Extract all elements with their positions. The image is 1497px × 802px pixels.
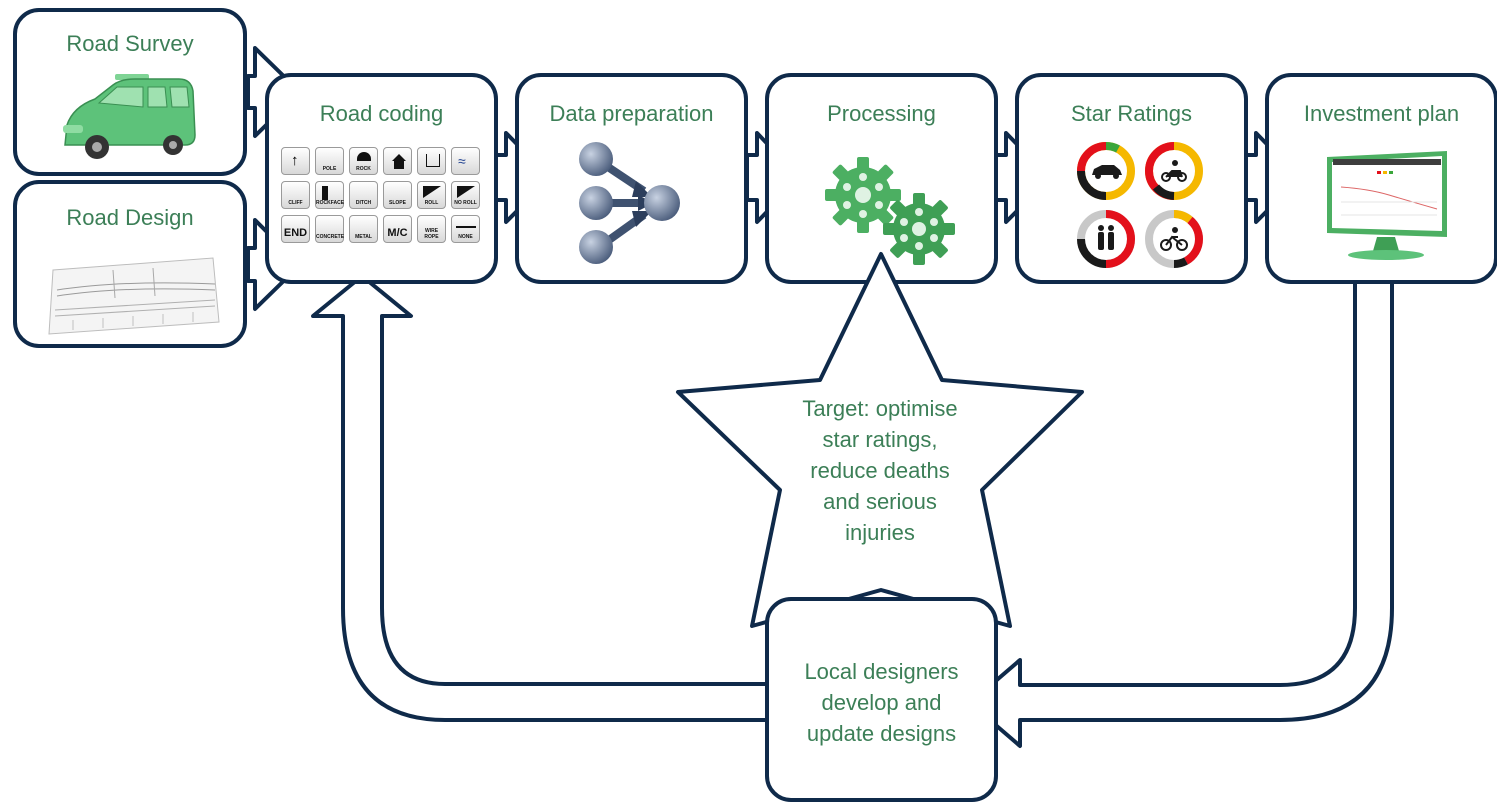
local-designers-box: Local designers develop and update desig… [765,597,998,802]
target-line: and serious [823,489,937,514]
arrow-investment-to-designers [968,282,1394,748]
bicycle-rating-icon [1145,210,1204,269]
merge-nodes-icon [579,142,680,264]
target-line: injuries [845,520,915,545]
pedestrian-rating-icon [1077,210,1136,268]
none-tile: NONE [451,215,480,243]
target-line: reduce deaths [810,458,950,483]
processing-label: Processing [827,101,936,126]
road-design-label: Road Design [66,205,194,230]
road-coding-tiles-icon: ↑ POLE ROCK ≈ CLIFF ROCKFACE DITCH SLOPE… [281,147,491,267]
target-line: star ratings, [822,427,938,452]
water-tile: ≈ [451,147,480,175]
arrow-designers-to-coding [311,274,768,722]
data-preparation-label: Data preparation [549,101,714,126]
data-preparation-box: Data preparation [515,73,748,284]
metal-tile: METAL [349,215,378,243]
mc-tile: M/C [383,215,412,243]
roll-tile: ROLL [417,181,446,209]
tree-tile: ↑ [281,147,310,175]
target-text: Target: optimise star ratings, reduce de… [780,393,980,548]
motorcycle-rating-icon [1144,142,1203,200]
investment-plan-label: Investment plan [1303,101,1460,126]
van-icon [63,74,196,159]
star-ratings-box: Star Ratings [1015,73,1248,284]
gears-icon [825,157,955,265]
road-plan-icon [48,257,220,335]
rockface-tile: ROCKFACE [315,181,344,209]
designers-line: update designs [806,721,957,746]
designers-line: Local designers [804,659,959,684]
pole-tile: POLE [315,147,344,175]
investment-plan-box: Investment plan [1265,73,1497,284]
car-rating-icon [1077,141,1135,200]
building-tile [383,147,412,175]
designers-text: Local designers develop and update desig… [769,656,994,749]
wire-rope-tile: WIRE ROPE [417,215,446,243]
concrete-tile: CONCRETE [315,215,344,243]
house-outline-tile [417,147,446,175]
road-survey-box: Road Survey [13,8,247,176]
target-star-shape [676,252,1084,628]
road-survey-label: Road Survey [66,31,194,56]
monitor-icon [1327,151,1447,260]
road-design-box: Road Design [13,180,247,348]
rock-tile: ROCK [349,147,378,175]
star-ratings-label: Star Ratings [1070,101,1193,126]
road-coding-box: Road coding ↑ POLE ROCK ≈ CLIFF ROCKFACE… [265,73,498,284]
end-tile: END [281,215,310,243]
no-roll-tile: NO ROLL [451,181,480,209]
cliff-tile: CLIFF [281,181,310,209]
ditch-tile: DITCH [349,181,378,209]
slope-tile: SLOPE [383,181,412,209]
designers-line: develop and [821,690,942,715]
road-coding-label: Road coding [319,101,444,126]
target-line: Target: optimise [802,396,958,421]
